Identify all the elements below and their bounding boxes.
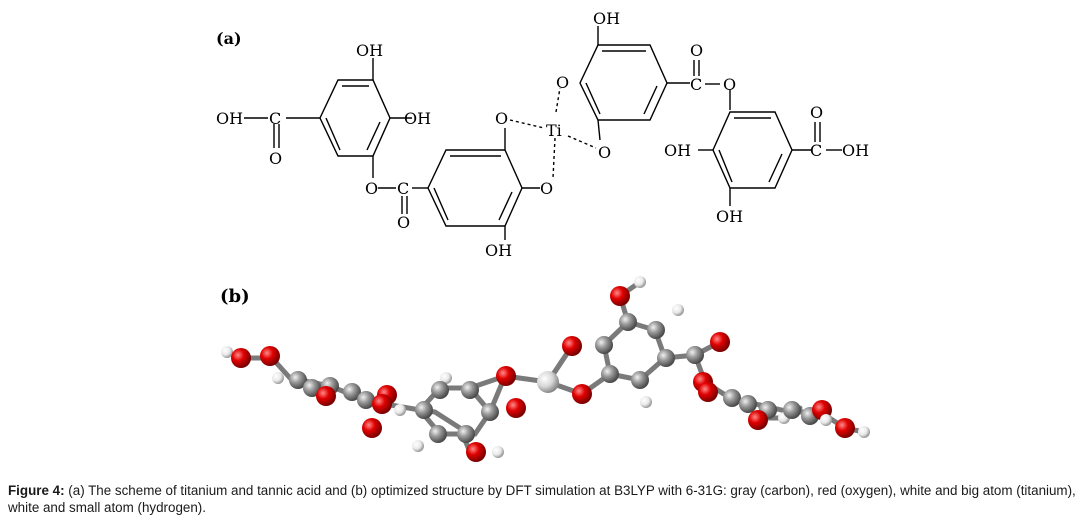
ester2-o: O — [723, 75, 736, 94]
hydrogen-atom — [412, 440, 424, 452]
carbon-atom — [723, 389, 741, 407]
panel-a-scheme: (a) OH OH OH C O O C O — [216, 9, 869, 260]
ring4-acid-oh: OH — [842, 141, 869, 160]
oxygen-atom — [260, 346, 280, 366]
figure-4: (a) OH OH OH C O O C O — [216, 9, 870, 462]
carbon-atom — [619, 313, 637, 331]
ester1-carbonyl-o: O — [397, 213, 410, 232]
hydrogen-atom — [634, 276, 646, 288]
carbon-atom — [343, 383, 361, 401]
stick-bonds — [224, 279, 867, 455]
hydrogen-atom — [394, 404, 406, 416]
ester1-c: C — [397, 179, 409, 198]
carbon-atom — [429, 425, 447, 443]
ring-2 — [427, 128, 540, 240]
carbon-atom — [461, 381, 479, 399]
figure-caption: Figure 4: (a) The scheme of titanium and… — [8, 482, 1076, 516]
panel-b-label: (b) — [220, 286, 250, 307]
ring-1 — [244, 58, 412, 178]
oxygen-atom — [231, 348, 251, 368]
ring1-acid-c: C — [269, 109, 281, 128]
oxygen-atom — [506, 398, 526, 418]
hydrogen-atom — [672, 304, 684, 316]
hydrogen-atom — [272, 372, 284, 384]
hydrogen-atom — [640, 396, 652, 408]
ester2-c: C — [690, 75, 702, 94]
caption-text: (a) The scheme of titanium and tannic ac… — [8, 483, 1076, 515]
carbon-atom — [415, 401, 433, 419]
titanium-atom — [537, 371, 559, 393]
oxygen-atom — [710, 332, 730, 352]
carbon-atom — [783, 401, 801, 419]
oxygen-atom — [748, 410, 768, 430]
hydrogen-atom — [820, 414, 832, 426]
ester2-carbonyl-o: O — [690, 41, 703, 60]
oxygen-atom — [466, 442, 486, 462]
ring-4 — [698, 111, 842, 206]
ring-3 — [579, 26, 690, 141]
oxygen-atom — [698, 382, 718, 402]
oxygen-atom — [610, 286, 630, 306]
ring4-left-oh: OH — [664, 141, 691, 160]
ring1-acid-o: O — [269, 149, 282, 168]
carbon-atom — [657, 349, 675, 367]
carbon-atom — [431, 381, 449, 399]
carbon-atom — [631, 371, 649, 389]
ring2-o-upper: O — [495, 109, 508, 128]
carbon-atom — [686, 346, 704, 364]
ring4-acid-o: O — [810, 103, 823, 122]
carbon-atom — [481, 403, 499, 421]
ring2-o-lower: O — [540, 179, 553, 198]
carbon-atom — [289, 371, 307, 389]
ring1-top-oh: OH — [356, 41, 383, 60]
ring2-bottom-oh: OH — [485, 241, 512, 260]
carbon-atom — [739, 395, 757, 413]
hydrogen-atom — [492, 446, 504, 458]
titanium-label: Ti — [546, 121, 562, 140]
ring4-bottom-oh: OH — [716, 207, 743, 226]
ester1-o: O — [365, 179, 378, 198]
oxygen-atom — [372, 394, 392, 414]
caption-figure-number: Figure 4: — [8, 483, 65, 498]
hydrogen-atom — [440, 372, 452, 384]
hydrogen-atom — [221, 346, 233, 358]
hydrogen-atom — [858, 426, 870, 438]
carbon-atom — [303, 379, 321, 397]
ring1-right-oh: OH — [404, 109, 431, 128]
oxygen-atom — [562, 336, 582, 356]
oxygen-atom — [572, 384, 592, 404]
panel-b-molecule — [221, 276, 870, 462]
carbon-atom — [595, 336, 613, 354]
oxygen-atom — [316, 386, 336, 406]
carbon-atom — [357, 391, 375, 409]
oxygen-atom — [496, 366, 516, 386]
carbon-atom — [601, 365, 619, 383]
carbon-atom — [647, 321, 665, 339]
ring4-acid-c: C — [810, 141, 822, 160]
ring3-o-left: O — [556, 73, 569, 92]
oxygen-atom — [362, 418, 382, 438]
ring3-o-lower: O — [598, 143, 611, 162]
ring3-top-oh: OH — [593, 9, 620, 28]
oxygen-atom — [835, 418, 855, 438]
carbon-atom — [457, 425, 475, 443]
panel-a-label: (a) — [216, 29, 242, 48]
ring1-acid-oh: OH — [216, 109, 243, 128]
